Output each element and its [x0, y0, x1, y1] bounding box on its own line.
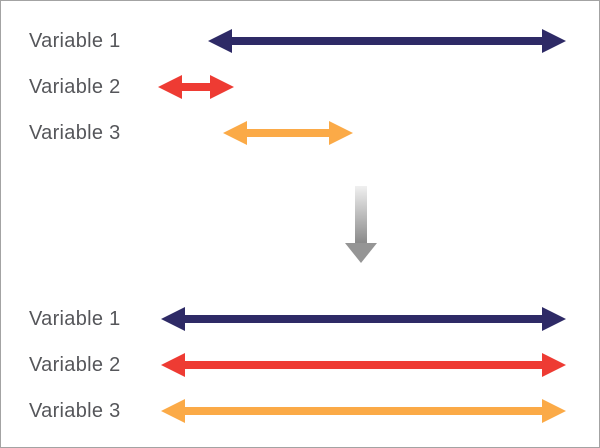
- arrow-shaft: [185, 361, 542, 369]
- bottom-variable1-row: Variable 1: [1, 306, 599, 332]
- top-variable3-range-arrow: [223, 121, 353, 145]
- top-variable2-range-arrow: [158, 75, 234, 99]
- arrowhead-right-icon: [210, 75, 234, 99]
- arrow-shaft: [185, 315, 542, 323]
- bottom-variable2-label: Variable 2: [29, 354, 121, 376]
- arrow-shaft: [247, 129, 329, 137]
- arrowhead-right-icon: [542, 399, 566, 423]
- top-variable2-label: Variable 2: [29, 76, 121, 98]
- arrowhead-left-icon: [223, 121, 247, 145]
- down-arrow-shaft: [355, 186, 367, 243]
- arrow-shaft: [232, 37, 542, 45]
- arrowhead-left-icon: [161, 307, 185, 331]
- arrow-shaft: [182, 83, 210, 91]
- bottom-variable1-range-arrow: [161, 307, 566, 331]
- bottom-variable1-label: Variable 1: [29, 308, 121, 330]
- arrowhead-left-icon: [158, 75, 182, 99]
- top-variable3-row: Variable 3: [1, 120, 599, 146]
- bottom-variable2-range-arrow: [161, 353, 566, 377]
- bottom-variable3-label: Variable 3: [29, 400, 121, 422]
- arrowhead-left-icon: [208, 29, 232, 53]
- arrowhead-right-icon: [542, 353, 566, 377]
- arrowhead-right-icon: [329, 121, 353, 145]
- bottom-variable3-row: Variable 3: [1, 398, 599, 424]
- top-variable1-label: Variable 1: [29, 30, 121, 52]
- bottom-variable2-row: Variable 2: [1, 352, 599, 378]
- top-variable3-label: Variable 3: [29, 122, 121, 144]
- down-arrow-icon: [345, 186, 377, 263]
- arrowhead-right-icon: [542, 307, 566, 331]
- arrow-shaft: [185, 407, 542, 415]
- arrowhead-left-icon: [161, 399, 185, 423]
- arrowhead-right-icon: [542, 29, 566, 53]
- bottom-variable3-range-arrow: [161, 399, 566, 423]
- top-variable2-row: Variable 2: [1, 74, 599, 100]
- top-variable1-range-arrow: [208, 29, 566, 53]
- top-variable1-row: Variable 1: [1, 28, 599, 54]
- down-arrowhead-icon: [345, 243, 377, 263]
- arrowhead-left-icon: [161, 353, 185, 377]
